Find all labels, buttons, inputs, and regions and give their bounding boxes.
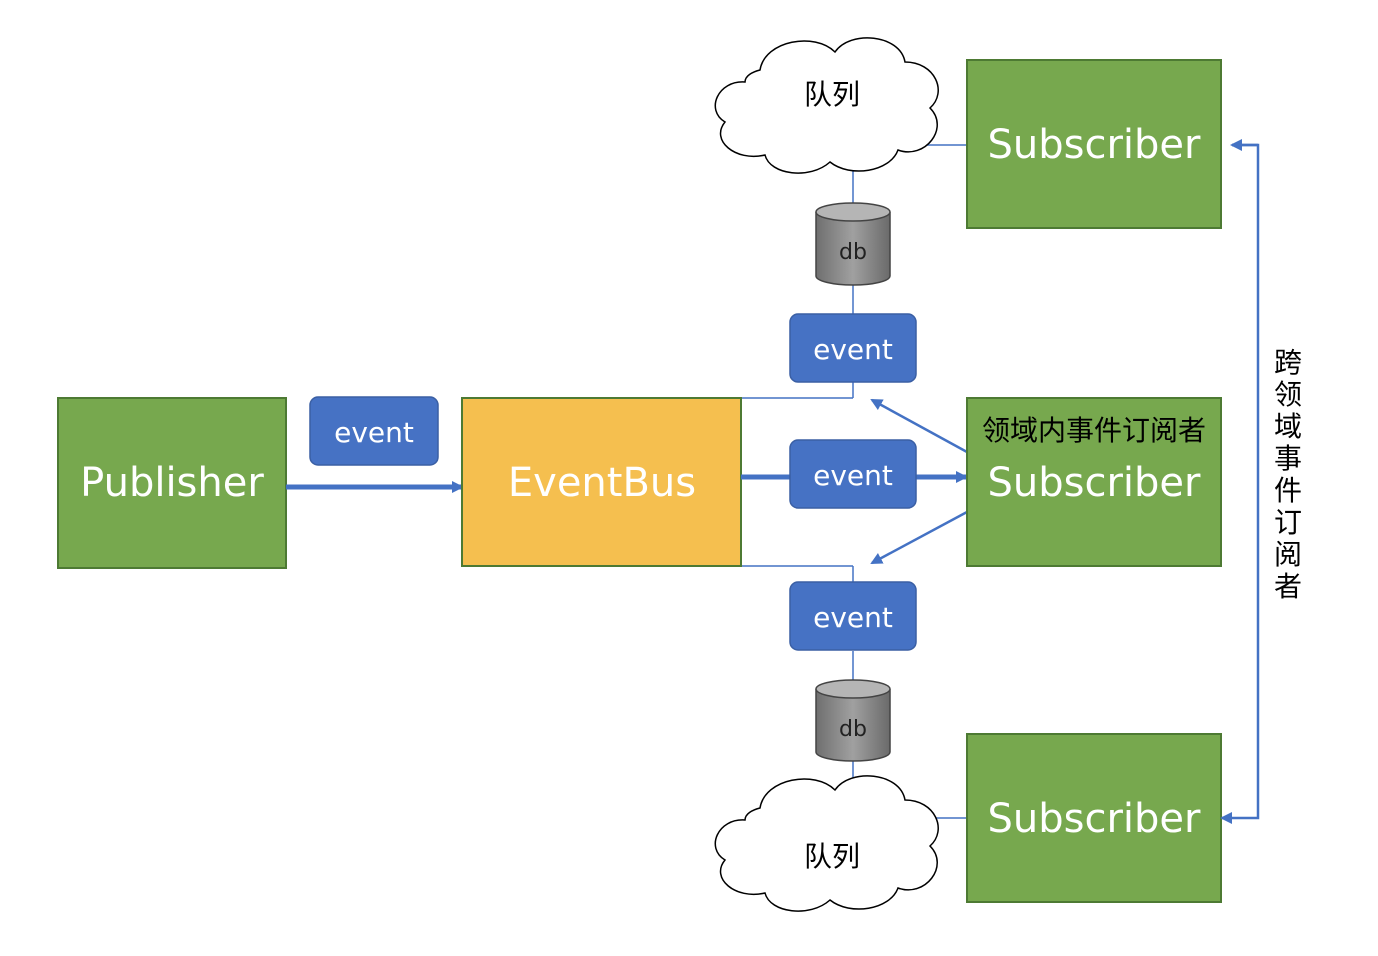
event-label: event	[334, 416, 414, 449]
event-pill-top: event	[789, 313, 917, 383]
subscriber-bottom: Subscriber	[966, 733, 1222, 903]
event-label: event	[813, 333, 893, 366]
queue-cloud-bottom: 队列	[714, 775, 939, 912]
thin-connectors	[741, 144, 967, 819]
publisher-label: Publisher	[80, 460, 264, 506]
subscriber-label: Subscriber	[988, 122, 1202, 168]
cross-domain-label: 跨 领 域 事 件 订 阅 者	[1274, 346, 1302, 603]
event-pill-bottom: event	[789, 581, 917, 651]
publisher-node: Publisher	[57, 397, 287, 569]
cross-domain-char: 领	[1274, 378, 1302, 411]
cross-domain-char: 事	[1274, 442, 1302, 475]
cross-domain-bracket	[1220, 139, 1260, 824]
eventbus-label: EventBus	[508, 460, 696, 506]
subscriber-feedback-arrows	[870, 398, 968, 565]
cross-domain-char: 阅	[1274, 538, 1302, 571]
queue-label: 队列	[804, 840, 860, 873]
cross-domain-char: 者	[1274, 570, 1302, 603]
cross-domain-char: 跨	[1274, 346, 1302, 379]
event-pill-middle: event	[789, 439, 917, 509]
db-label: db	[839, 240, 867, 265]
event-pill-publisher: event	[309, 396, 439, 466]
subscriber-label: Subscriber	[988, 796, 1202, 842]
in-domain-subscriber-note: 领域内事件订阅者	[982, 414, 1206, 447]
event-label: event	[813, 601, 893, 634]
queue-cloud-top: 队列	[714, 37, 939, 174]
queue-label: 队列	[804, 78, 860, 111]
cross-domain-char: 域	[1274, 410, 1302, 443]
subscriber-label: Subscriber	[988, 460, 1202, 506]
database-top: db	[815, 202, 891, 286]
eventbus-node: EventBus	[461, 397, 742, 567]
event-label: event	[813, 459, 893, 492]
subscriber-middle: 领域内事件订阅者 Subscriber	[966, 397, 1222, 567]
db-label: db	[839, 717, 867, 742]
database-bottom: db	[815, 679, 891, 762]
cross-domain-char: 件	[1274, 474, 1302, 507]
cross-domain-char: 订	[1274, 506, 1302, 539]
subscriber-top: Subscriber	[966, 59, 1222, 229]
